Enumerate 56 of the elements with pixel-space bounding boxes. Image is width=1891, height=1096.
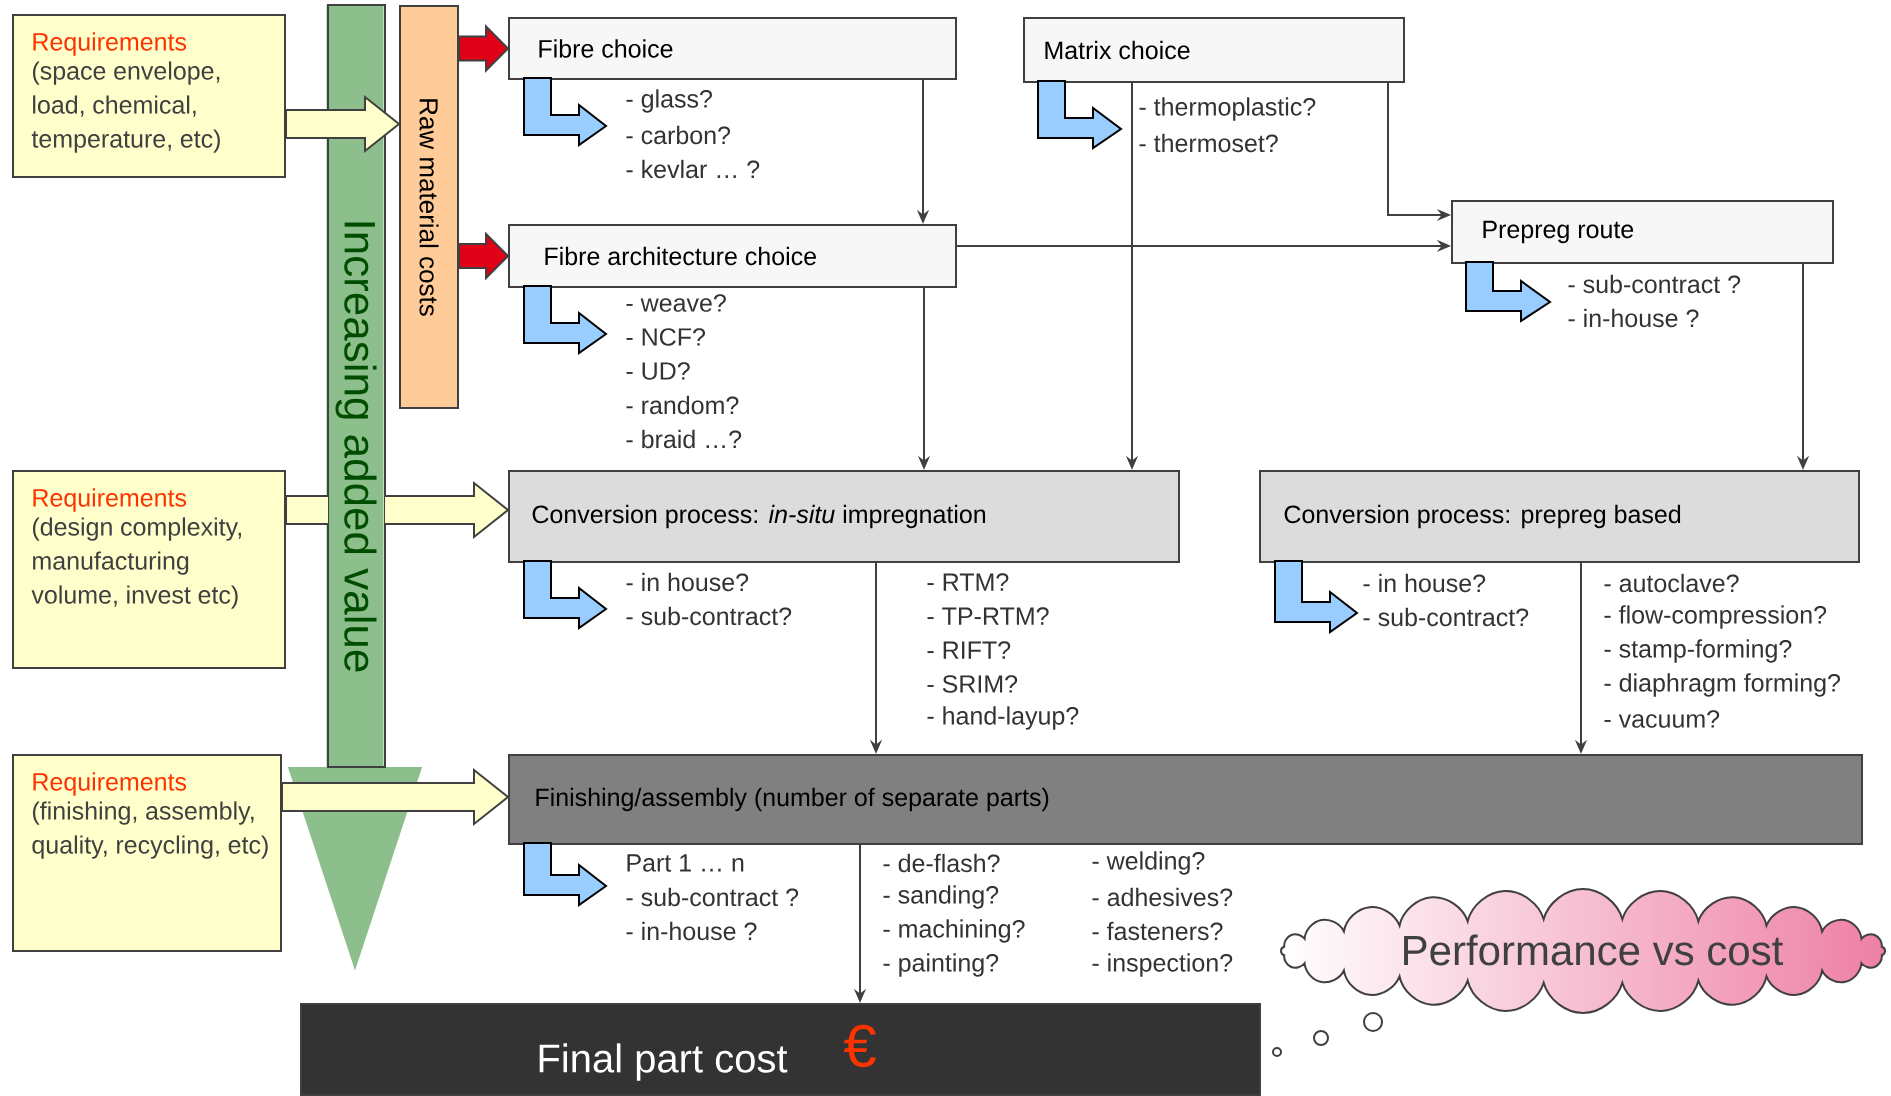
process-box: Fibre choice bbox=[508, 17, 957, 80]
process-box: Finishing/assembly (number of separate parts) bbox=[508, 754, 1863, 845]
option-text: - in house? bbox=[1363, 573, 1486, 593]
option-text: - inspection? bbox=[1092, 953, 1233, 977]
option-text: - machining? bbox=[883, 919, 1025, 943]
process-box: Matrix choice bbox=[1023, 17, 1405, 83]
option-text: - sub-contract ? bbox=[626, 887, 799, 907]
option-text: - braid …? bbox=[626, 429, 742, 449]
option-text: - de-flash? bbox=[883, 853, 1000, 873]
option-text: - RIFT? bbox=[927, 641, 1011, 659]
arrow-label: Increasing added value bbox=[335, 222, 377, 672]
option-text: - TP-RTM? bbox=[927, 607, 1049, 625]
option-text: - sub-contract ? bbox=[1568, 274, 1741, 294]
thought-cloud: Performance vs cost bbox=[1272, 888, 1886, 1057]
process-box: Fibre architecture choice bbox=[508, 224, 957, 288]
option-text: - glass? bbox=[626, 89, 712, 113]
option-text: - SRIM? bbox=[927, 675, 1018, 693]
option-text: - adhesives? bbox=[1092, 887, 1233, 907]
option-text: - kevlar … ? bbox=[626, 159, 760, 179]
option-text: Part 1 … n bbox=[627, 854, 744, 872]
option-text: - in house? bbox=[626, 572, 749, 592]
option-text: - thermoplastic? bbox=[1139, 97, 1316, 121]
option-text: - diaphragm forming? bbox=[1604, 673, 1841, 697]
option-text: - thermoset? bbox=[1139, 133, 1278, 153]
process-box: Prepreg route bbox=[1451, 200, 1834, 264]
process-box: Conversion process: in-situ impregnation bbox=[508, 470, 1180, 563]
option-text: - random? bbox=[626, 395, 739, 415]
option-text: - vacuum? bbox=[1604, 710, 1720, 728]
requirement-box: Requirements (design complexity, manufacturing volume, invest etc) bbox=[12, 470, 286, 669]
option-text: - sub-contract? bbox=[626, 606, 792, 626]
option-text: - weave? bbox=[626, 294, 726, 312]
option-text: - painting? bbox=[883, 953, 999, 977]
option-text: - sanding? bbox=[883, 885, 999, 909]
cost-bar: Raw material costs bbox=[399, 5, 459, 409]
option-text: - UD? bbox=[626, 362, 690, 380]
block-arrow bbox=[458, 24, 510, 73]
requirement-box: Requirements (finishing, assembly, quality, recycling, etc) bbox=[12, 754, 282, 952]
option-text: - NCF? bbox=[626, 328, 705, 346]
block-arrow bbox=[285, 480, 510, 540]
option-text: - autoclave? bbox=[1604, 573, 1739, 593]
block-arrow bbox=[458, 231, 510, 281]
option-text: - fasteners? bbox=[1092, 921, 1223, 941]
option-text: - welding? bbox=[1092, 851, 1205, 875]
option-text: - sub-contract? bbox=[1363, 607, 1529, 627]
final-cost-box: Final part cost € bbox=[300, 1003, 1261, 1096]
requirement-box: Requirements (space envelope, load, chemical, temperature, etc) bbox=[12, 14, 286, 178]
block-arrow bbox=[281, 767, 510, 827]
option-text: - carbon? bbox=[626, 125, 731, 145]
option-text: - RTM? bbox=[927, 573, 1009, 591]
option-text: - hand-layup? bbox=[927, 706, 1079, 730]
option-text: - flow-compression? bbox=[1604, 605, 1827, 629]
option-text: - in-house ? bbox=[626, 921, 757, 941]
option-text: - in-house ? bbox=[1568, 308, 1699, 328]
process-box: Conversion process: prepreg based bbox=[1259, 470, 1860, 563]
block-arrow bbox=[285, 94, 401, 154]
option-text: - stamp-forming? bbox=[1604, 639, 1792, 663]
